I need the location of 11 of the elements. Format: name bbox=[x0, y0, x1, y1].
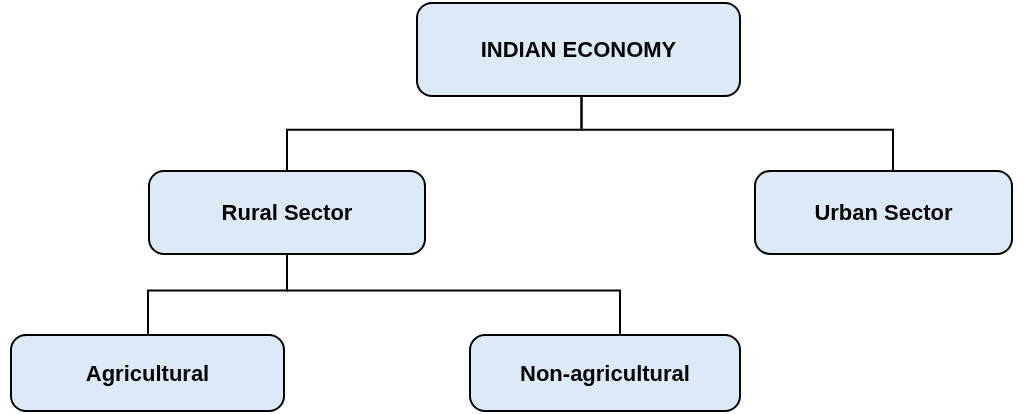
box-label: Agricultural bbox=[85, 359, 210, 388]
rounded-box bbox=[148, 170, 426, 255]
box-label: Non-agricultural bbox=[520, 359, 690, 388]
rounded-box bbox=[754, 170, 1013, 255]
rounded-box bbox=[469, 334, 741, 412]
box-label: Urban Sector bbox=[814, 199, 953, 227]
rounded-box bbox=[416, 2, 741, 97]
connector-line bbox=[580, 96, 894, 171]
box-label: Rural Sector bbox=[221, 199, 353, 227]
box-label: INDIAN ECONOMY bbox=[480, 36, 677, 64]
rounded-box bbox=[10, 334, 285, 412]
